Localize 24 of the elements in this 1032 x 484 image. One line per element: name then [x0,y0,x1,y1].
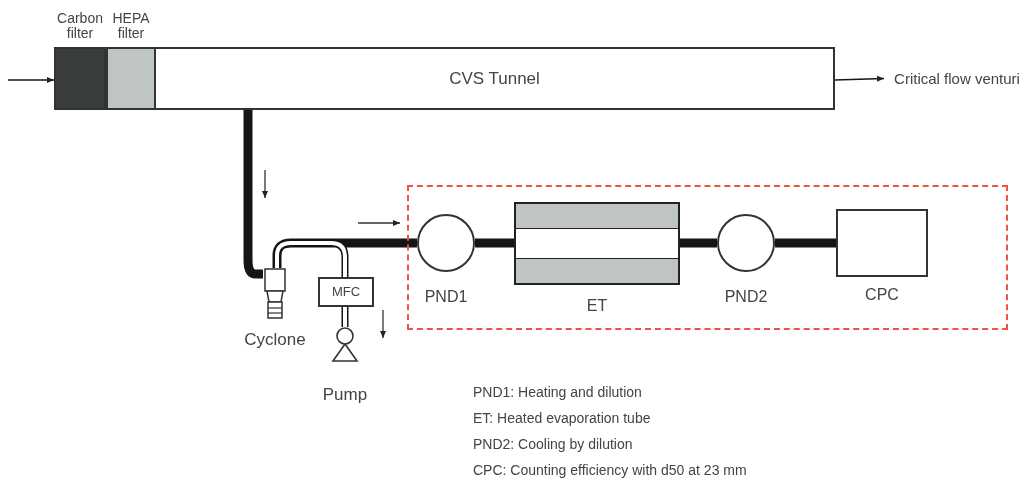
component-label: PND1 [424,288,468,307]
arrow [834,75,885,82]
component-label: PND2 [724,288,768,307]
note-text: CPC: Counting efficiency with d50 at 23 mm [473,461,747,479]
pipe-line [341,307,349,327]
note-text: ET: Heated evaporation tube [473,409,651,427]
component-label: CPC [865,286,899,305]
note-text: PND1: Heating and dilution [473,383,642,401]
arrow [7,77,55,83]
tunnel-label: CVS Tunnel [449,68,540,89]
cyclone-label: Cyclone [244,330,306,350]
pipe [243,110,263,279]
pipe [475,238,514,248]
filter-label: HEPA filter [111,11,151,42]
pipe [272,238,417,268]
pipe [680,238,717,248]
mfc-label: MFC [331,284,361,300]
outlet-label: Critical flow venturi [894,70,1020,88]
pipe [775,238,836,248]
filter-label: Carbon filter [56,11,104,42]
pipe-line [273,239,349,277]
component-label: ET [586,297,608,316]
pump-label: Pump [322,385,368,405]
note-text: PND2: Cooling by dilution [473,435,633,453]
